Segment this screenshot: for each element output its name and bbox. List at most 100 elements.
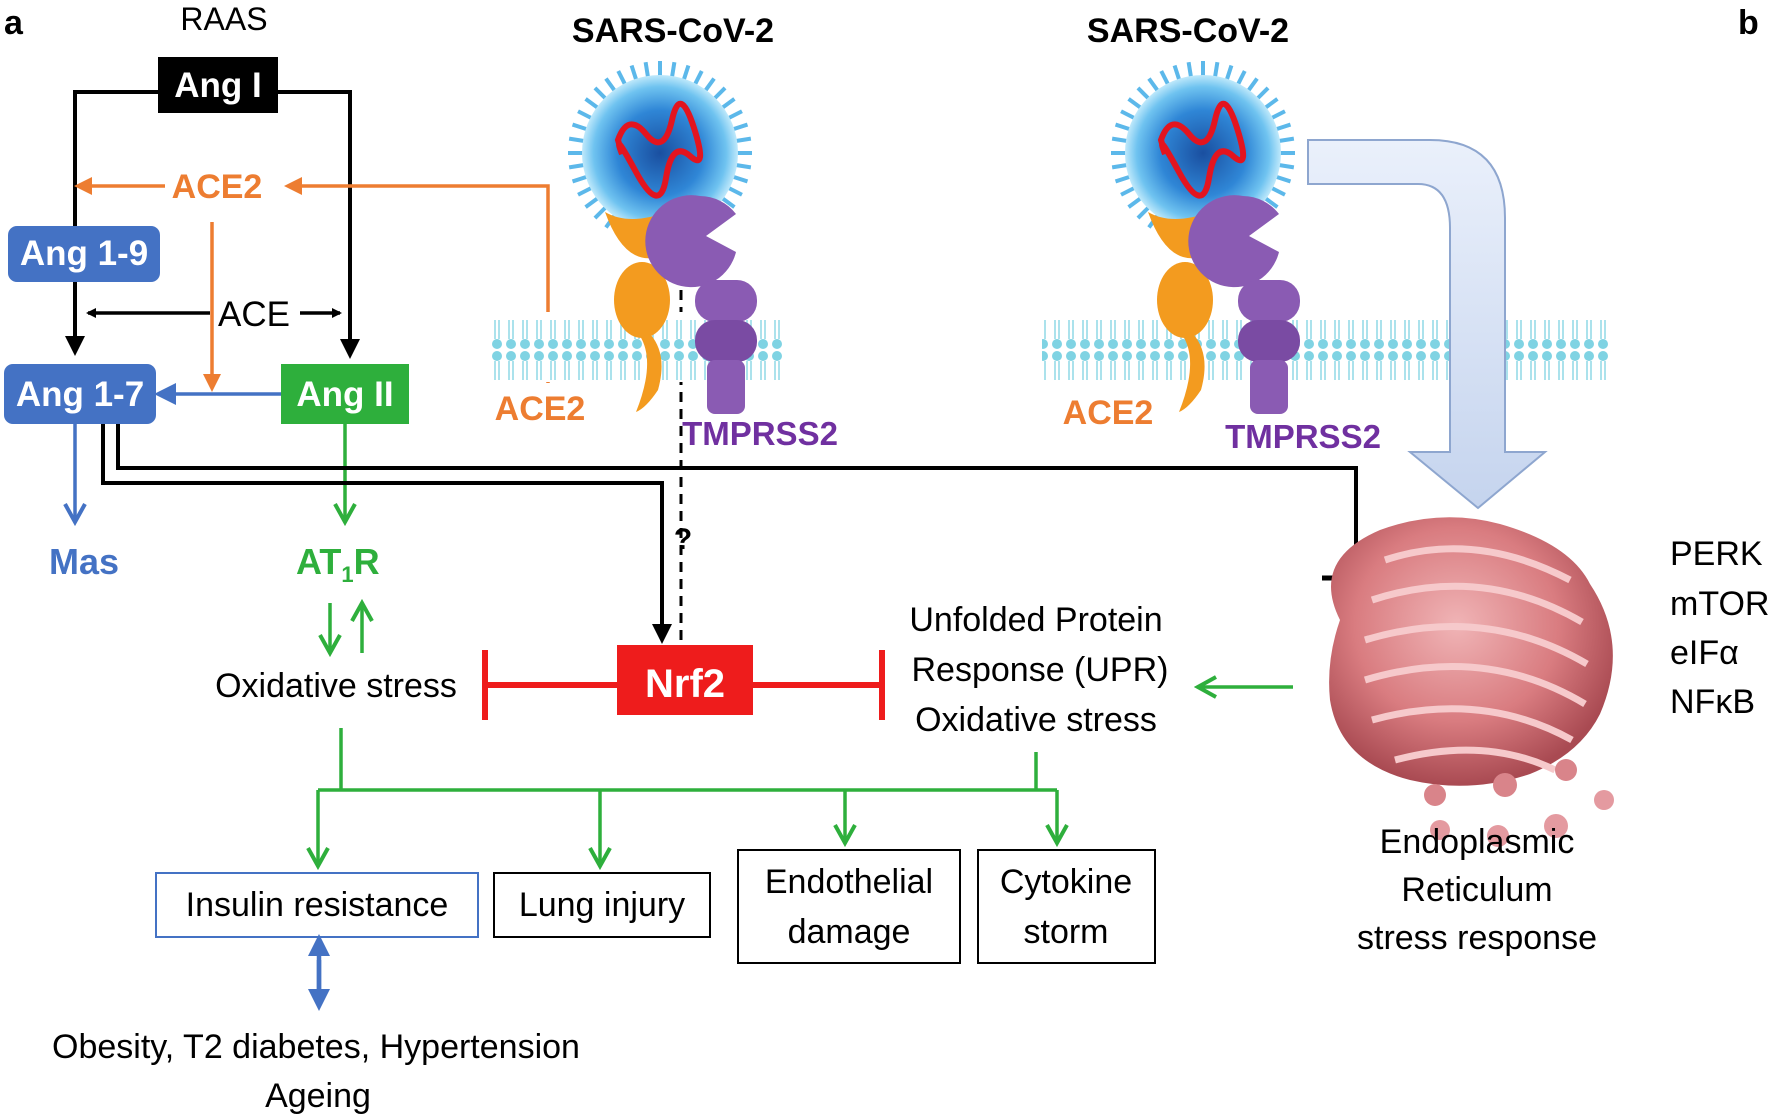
virus-spike xyxy=(1277,162,1295,170)
virus-spike xyxy=(1246,77,1259,93)
virus-spike xyxy=(1147,77,1160,93)
lung-injury-box xyxy=(493,872,711,938)
ang17-box xyxy=(4,364,156,424)
oxidative-stress-left: Oxidative stress xyxy=(215,667,457,705)
virus-spike xyxy=(1120,109,1137,121)
marker-mtor: mTOR xyxy=(1670,585,1769,623)
virus-spike xyxy=(1136,205,1151,220)
virus-right-title: SARS-CoV-2 xyxy=(1087,12,1289,50)
endothelial-damage-box xyxy=(737,849,961,964)
virus-spike xyxy=(593,205,608,220)
at1r-label: AT1R xyxy=(296,541,380,587)
panel-a-label: a xyxy=(4,4,24,42)
er-caption-line1: Endoplasmic xyxy=(1380,823,1575,861)
ang17-to-nrf2-line xyxy=(101,424,672,644)
virus-spike xyxy=(1212,61,1220,79)
virus-left-ace2-label: ACE2 xyxy=(495,390,586,428)
marker-nfkb: NFκB xyxy=(1670,683,1755,721)
ang2-label: Ang II xyxy=(296,375,393,414)
mas-label: Mas xyxy=(49,541,119,582)
virus-left-tmprss2-label: TMPRSS2 xyxy=(682,415,838,452)
raas-title: RAAS xyxy=(180,1,267,37)
ang19-label: Ang 1-9 xyxy=(20,234,148,273)
virus-spike xyxy=(1263,196,1279,209)
virus-spike xyxy=(720,196,736,209)
virus-right-ace2-label: ACE2 xyxy=(1063,394,1154,432)
virus-spike xyxy=(571,122,589,132)
nrf2-label: Nrf2 xyxy=(645,662,725,706)
virus-spike xyxy=(669,61,677,79)
virus-spike xyxy=(1263,97,1279,110)
virus-to-er-big-arrow xyxy=(1307,139,1548,510)
ang1-label: Ang I xyxy=(174,66,261,105)
virus-spike xyxy=(712,86,727,101)
nrf2-box xyxy=(617,645,753,715)
er-illustration xyxy=(1329,517,1614,847)
ace-enzyme-label: ACE xyxy=(218,295,290,334)
virus-spike xyxy=(616,70,628,87)
virus-spike xyxy=(1186,61,1194,79)
virus-spike xyxy=(1159,70,1171,87)
upr-line2: Response (UPR) xyxy=(912,651,1169,689)
virus-spike xyxy=(1269,185,1286,197)
ang19-box xyxy=(8,226,160,282)
virus-spike xyxy=(604,77,617,93)
lung-injury-label: Lung injury xyxy=(519,886,685,924)
virus-spike xyxy=(629,64,639,82)
virus-spike xyxy=(1111,162,1129,170)
virus-spike xyxy=(568,162,586,170)
virus-spike xyxy=(1172,64,1182,82)
virus-spike xyxy=(584,97,600,110)
upr-line1: Unfolded Protein xyxy=(909,601,1162,639)
diseases-line2: Ageing xyxy=(265,1077,371,1115)
cytokine-storm-box xyxy=(977,849,1156,964)
virus-spike xyxy=(1224,64,1234,82)
insulin-resistance-box xyxy=(155,872,479,938)
virus-spike xyxy=(1114,122,1132,132)
virus-spike xyxy=(734,136,752,144)
virus-spike xyxy=(584,196,600,209)
panel-b-label: b xyxy=(1738,4,1759,42)
virus-spike xyxy=(1127,97,1143,110)
virus-right-illustration xyxy=(1042,61,1612,414)
endothelial-line1: Endothelial xyxy=(765,863,933,901)
ang17-to-er-inhibit-line xyxy=(116,424,1358,578)
virus-spike xyxy=(1277,136,1295,144)
virus-spike xyxy=(681,64,691,82)
virus-spike xyxy=(1114,174,1132,184)
virus-spike xyxy=(568,136,586,144)
endothelial-line2: damage xyxy=(788,913,911,951)
virus-spike xyxy=(734,162,752,170)
virus-spike xyxy=(1136,86,1151,101)
virus-spike xyxy=(726,109,743,121)
virus-spike xyxy=(731,174,749,184)
er-caption-line3: stress response xyxy=(1357,919,1597,957)
virus-spike xyxy=(1235,70,1247,87)
virus-spike xyxy=(1120,185,1137,197)
virus-spike xyxy=(643,61,651,79)
virus-spike xyxy=(577,185,594,197)
marker-perk: PERK xyxy=(1670,535,1763,573)
virus-spike xyxy=(577,109,594,121)
virus-spike xyxy=(593,86,608,101)
virus-spike xyxy=(1127,196,1143,209)
diseases-line1: Obesity, T2 diabetes, Hypertension xyxy=(52,1028,580,1066)
upr-line3: Oxidative stress xyxy=(915,701,1157,739)
virus-left-title: SARS-CoV-2 xyxy=(572,12,774,50)
marker-eifa: eIFα xyxy=(1670,634,1739,672)
insulin-resistance-label: Insulin resistance xyxy=(186,886,449,924)
ang1-to-ang2-line xyxy=(278,90,360,359)
virus-spike xyxy=(1274,122,1292,132)
virus-right-tmprss2-label: TMPRSS2 xyxy=(1225,418,1381,455)
virus-spike xyxy=(1111,136,1129,144)
er-caption-line2: Reticulum xyxy=(1401,871,1552,909)
virus-left-illustration xyxy=(492,61,784,414)
ang2-box xyxy=(281,364,409,424)
virus-spike xyxy=(1255,86,1270,101)
virus-spike xyxy=(1274,174,1292,184)
question-mark: ? xyxy=(674,523,692,556)
virus-spike xyxy=(692,70,704,87)
ang17-label: Ang 1-7 xyxy=(16,375,144,414)
ang1-box xyxy=(158,57,278,113)
